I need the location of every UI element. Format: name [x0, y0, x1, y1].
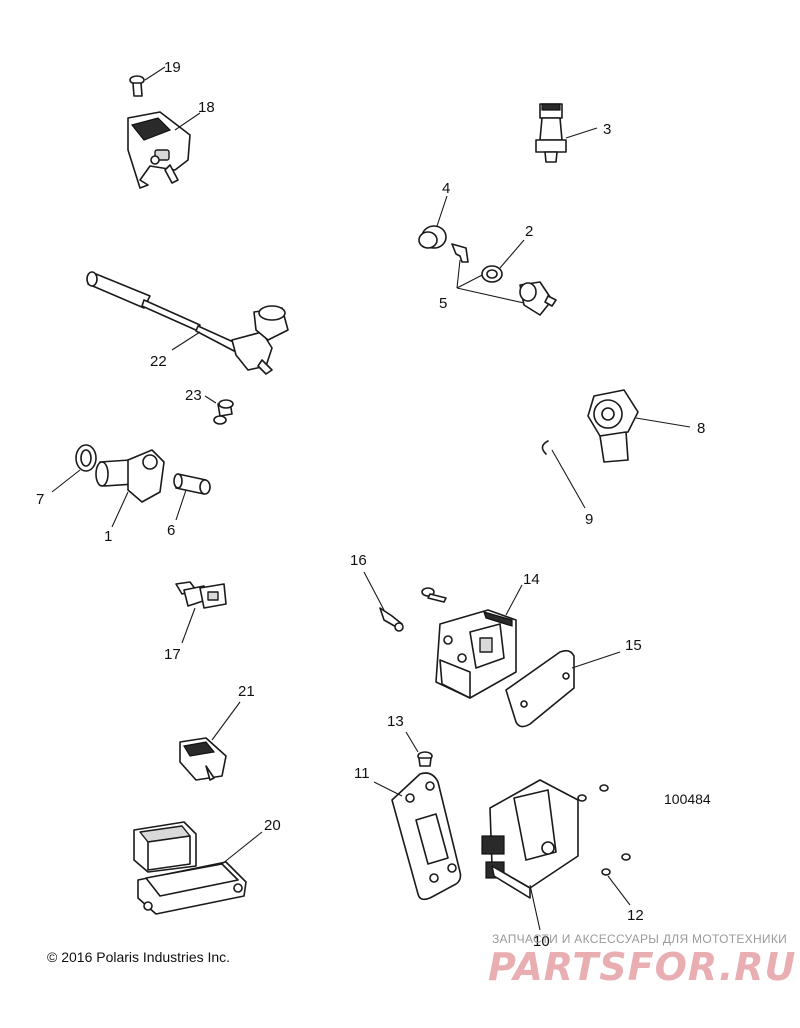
- callout-21: 21: [238, 683, 255, 700]
- part-19-bolt: [129, 66, 166, 97]
- part-23-bolt: [204, 395, 234, 425]
- callout-16: 16: [350, 552, 367, 569]
- callout-4: 4: [442, 180, 450, 197]
- temperature-sensor: [519, 281, 557, 316]
- callout-6: 6: [167, 522, 175, 539]
- watermark-tagline: ЗАПЧАСТИ И АКСЕССУАРЫ ДЛЯ МОТОТЕХНИКИ: [492, 932, 788, 946]
- callout-14: 14: [523, 571, 540, 588]
- part-12-screws: [577, 784, 631, 906]
- part-22-sensor-cable: [86, 271, 289, 375]
- part-11-mounting-plate: [373, 772, 462, 901]
- callout-23: 23: [185, 387, 202, 404]
- part-13-bolt: [405, 731, 433, 767]
- callout-7: 7: [36, 491, 44, 508]
- part-15-gasket: [505, 649, 621, 728]
- part-3-pressure-sensor: [535, 103, 598, 163]
- callout-2: 2: [525, 223, 533, 240]
- callout-15: 15: [625, 637, 642, 654]
- callout-3: 3: [603, 121, 611, 138]
- callout-5: 5: [439, 295, 447, 312]
- callout-8: 8: [697, 420, 705, 437]
- part-9-ring-clip: [541, 440, 586, 509]
- part-16-bolt: [363, 571, 404, 632]
- part-20-control-module: [133, 821, 263, 915]
- part-18-map-sensor: [127, 111, 201, 189]
- watermark-logo: PARTSFOR.RU: [488, 945, 797, 989]
- part-4-cap: [418, 195, 448, 249]
- callout-22: 22: [150, 353, 167, 370]
- callout-20: 20: [264, 817, 281, 834]
- callout-18: 18: [198, 99, 215, 116]
- callout-1: 1: [104, 528, 112, 545]
- callout-11: 11: [354, 765, 370, 782]
- part-8-knock-sensor: [587, 389, 691, 463]
- callout-13: 13: [387, 713, 404, 730]
- ecu-mounting-bolt: [421, 587, 447, 603]
- callout-12: 12: [627, 907, 644, 924]
- part-2-washer: [481, 239, 525, 283]
- callout-19: 19: [164, 59, 181, 76]
- callout-10: 10: [533, 933, 550, 950]
- part-21-switch: [179, 701, 241, 781]
- part-17-temp-sensor: [175, 581, 227, 644]
- copyright-notice: © 2016 Polaris Industries Inc.: [47, 949, 231, 965]
- callout-17: 17: [164, 646, 181, 663]
- part-1-speed-sensor: [95, 449, 165, 528]
- callout-9: 9: [585, 511, 593, 528]
- part-10-ecu: [481, 779, 579, 931]
- part-14-ecu-housing: [435, 584, 523, 699]
- part-7-o-ring: [51, 444, 97, 493]
- reference-number: 100484: [664, 791, 711, 807]
- part-6-sleeve: [173, 473, 211, 521]
